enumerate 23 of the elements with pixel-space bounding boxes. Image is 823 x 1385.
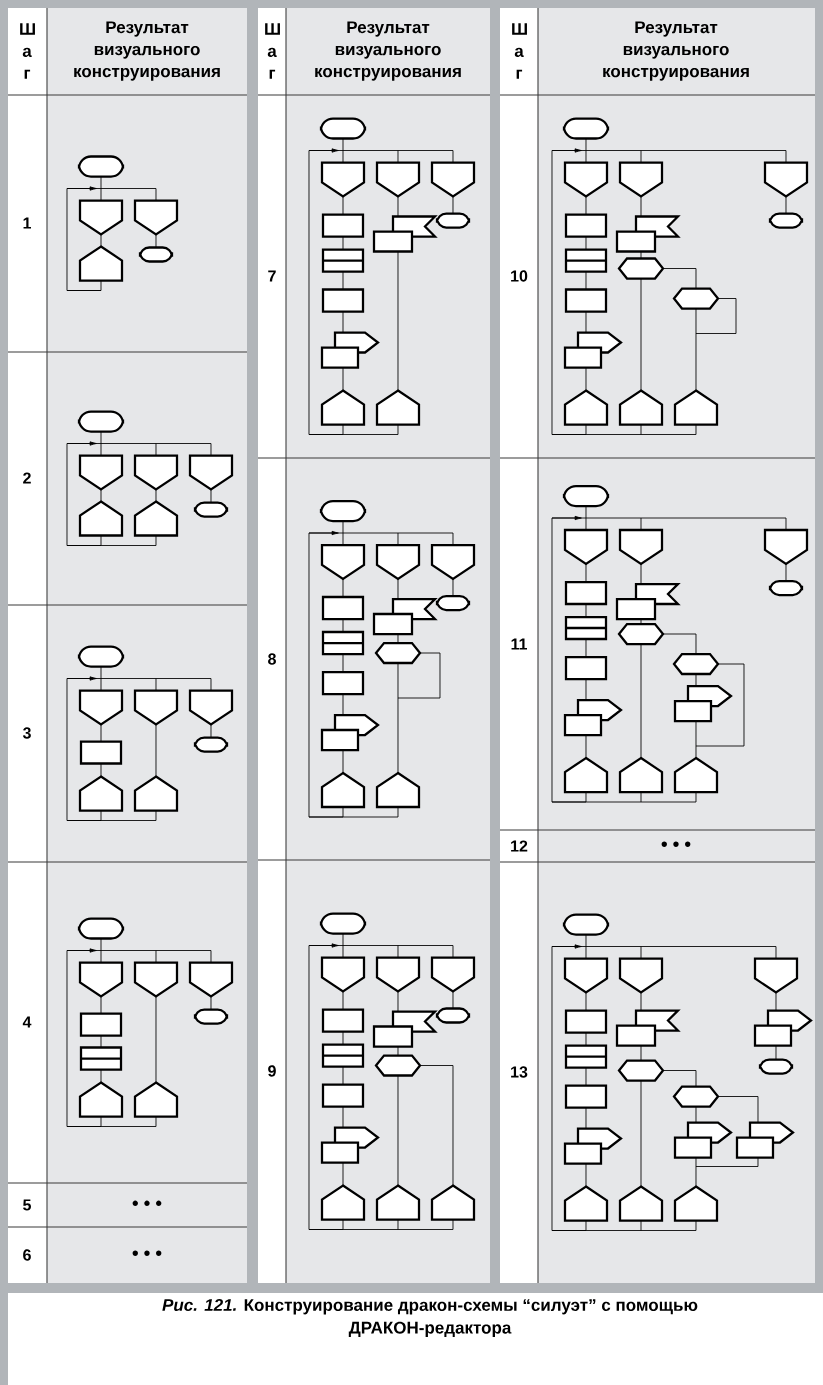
ellipsis: • • • [661,841,691,847]
step-number: 10 [511,270,528,282]
step-number: 7 [268,270,276,282]
column-header: Результат визуального конструирования [603,21,749,81]
step-number: 6 [23,1249,31,1261]
step-number: 13 [511,1066,528,1078]
step-number: 9 [268,1065,276,1077]
ellipsis: • • • [132,1200,162,1206]
step-number: 4 [22,1016,32,1028]
step-number: 8 [268,653,276,665]
column-header: Ш а г [20,23,35,79]
ellipsis: • • • [132,1250,162,1256]
step-number: 3 [22,727,31,739]
column-header: Ш а г [512,23,527,79]
column-header: Результат визуального конструирования [74,21,220,81]
step-number: 5 [23,1199,31,1211]
step-number: 1 [23,217,31,229]
column-header: Ш а г [265,23,280,79]
caption: Рис. 121. Конструирование дракон-схемы “силуэт” с помощью ДРАКОН-редактора [162,1298,698,1338]
column-header: Результат визуального конструирования [315,21,461,81]
step-number: 12 [511,840,528,852]
step-number: 2 [23,472,31,484]
step-number: 11 [511,638,527,650]
